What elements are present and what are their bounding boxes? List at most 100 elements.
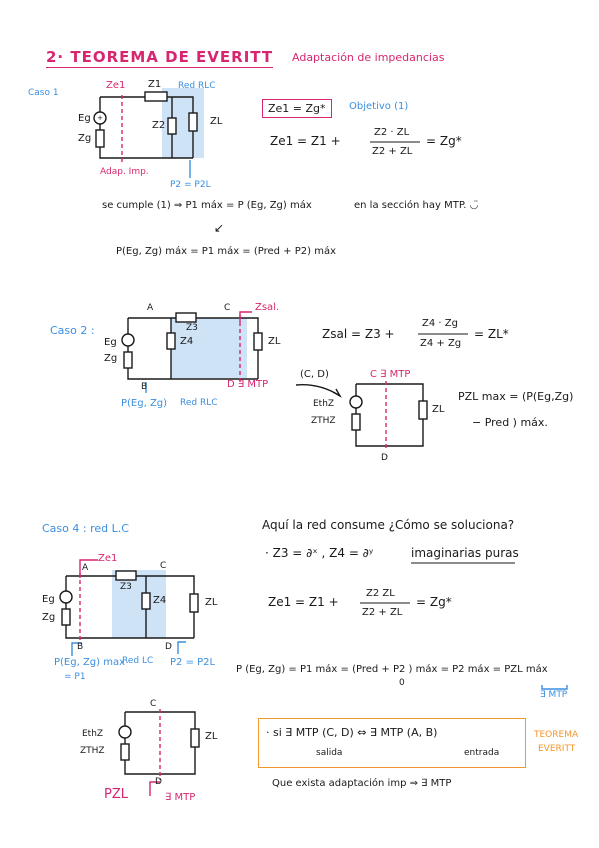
caso2-th-zth xyxy=(351,413,361,431)
caso1-circuit xyxy=(93,88,204,178)
caso1-zg-resistor xyxy=(95,129,105,148)
caso2-th-bot xyxy=(355,419,424,447)
caso4-th-node-c: C xyxy=(150,699,157,709)
caso1-eq-numerator: Z2 · ZL xyxy=(374,127,410,138)
caso4-ze1-arrow xyxy=(79,559,98,578)
caso2-zg-label: Zg xyxy=(104,353,118,364)
caso4-aqui: Aquí la red consume ¿Cómo se soluciona? xyxy=(262,518,515,532)
caso4-th-node-d: D xyxy=(155,777,162,787)
caso4-z4-label: Z4 xyxy=(153,595,167,606)
caso2-zsal-denominator: Z4 + Zg xyxy=(420,338,462,349)
caso4-pzl-bracket xyxy=(541,685,568,690)
caso2-pzl-line1: PZL max = (P(Eg,Zg) xyxy=(458,390,574,403)
caso1-z2-label: Z2 xyxy=(152,120,166,131)
caso2-node-b: B xyxy=(141,382,148,392)
caso4-zl-label: ZL xyxy=(205,597,218,608)
caso2-zsal-eq-left: Zsal = Z3 + xyxy=(322,327,395,341)
caso2-th-d-label: D xyxy=(381,453,388,463)
page-subtitle: Adaptación de impedancias xyxy=(292,51,445,64)
teorema-box-line: · si ∃ MTP (C, D) ⇔ ∃ MTP (A, B) xyxy=(266,726,438,739)
caso2-th-zl xyxy=(418,400,428,420)
caso1-condition-box: Ze1 = Zg* xyxy=(262,99,332,118)
caso4-th-source xyxy=(118,725,132,739)
teorema-box-salida: salida xyxy=(316,748,343,758)
page-title: 2· TEOREMA DE EVERITT xyxy=(46,48,274,68)
caso2-z4-resistor xyxy=(166,332,176,350)
caso1-power-eq: P(Eg, Zg) máx = P1 máx = (Pred + P2) máx xyxy=(116,246,336,257)
caso2-pzl-line2: − Pred ) máx. xyxy=(472,416,548,429)
caso1-zl-label: ZL xyxy=(210,116,223,127)
caso2-p-label: P(Eg, Zg) xyxy=(121,398,168,409)
caso4-wire-top-b xyxy=(136,575,195,594)
caso1-wire-top2 xyxy=(167,96,194,113)
caso4-p-arrow xyxy=(71,642,82,656)
caso4-shade xyxy=(112,570,166,638)
caso4-zero: 0 xyxy=(399,678,405,688)
caso4-eg-label: Eg xyxy=(42,594,55,605)
teorema-label-2: EVERITT xyxy=(538,744,576,754)
caso2-th-wire xyxy=(356,383,424,401)
caso4-node-c: C xyxy=(160,561,167,571)
caso4-th-wire xyxy=(125,711,196,729)
caso4-eq-right: = Zg* xyxy=(416,595,452,609)
caso1-arrow: ↙ xyxy=(214,221,225,235)
caso1-cumple: se cumple (1) ⇒ P1 máx = P (Eg, Zg) máx xyxy=(102,200,312,211)
caso4-label: Caso 4 : red L.C xyxy=(42,522,129,535)
caso4-p2-arrow xyxy=(177,641,186,654)
caso2-label: Caso 2 : xyxy=(50,324,95,337)
caso4-z4-resistor xyxy=(141,592,151,610)
caso2-z4-label: Z4 xyxy=(180,336,194,347)
caso4-source xyxy=(59,590,73,604)
caso4-node-b: B xyxy=(77,642,84,652)
caso4-zg-label: Zg xyxy=(42,612,56,623)
caso2-zl-resistor xyxy=(253,332,263,351)
caso1-label: Caso 1 xyxy=(28,88,59,98)
caso1-adap-label: Adap. Imp. xyxy=(100,167,149,177)
teorema-box-entrada: entrada xyxy=(464,748,500,758)
caso1-p2-label: P2 = P2L xyxy=(170,180,211,190)
caso2-z3-label: Z3 xyxy=(186,323,198,333)
caso1-z1-label: Z1 xyxy=(148,79,162,90)
caso2-th-source xyxy=(349,395,363,409)
caso4-power-eq: P (Eg, Zg) = P1 máx = (Pred + P2 ) máx =… xyxy=(236,664,548,675)
caso4-p-left: P(Eg, Zg) max xyxy=(54,657,126,668)
caso4-eq-left: Ze1 = Z1 + xyxy=(268,595,339,609)
caso4-final-statement: Que exista adaptación imp ⇒ ∃ MTP xyxy=(272,778,452,789)
caso2-zsal-eq-right: = ZL* xyxy=(474,327,509,341)
caso2-wire-top-b xyxy=(196,317,259,333)
caso4-wire-bot xyxy=(65,625,194,639)
caso2-th-zl-label: ZL xyxy=(432,404,445,415)
caso4-p2-label: P2 = P2L xyxy=(170,657,216,668)
caso2-zsal-arrow xyxy=(239,311,252,322)
caso2-shade xyxy=(171,318,247,378)
teorema-box xyxy=(258,718,526,768)
caso1-eq-denominator: Z2 + ZL xyxy=(372,146,413,157)
caso1-red-label: Red RLC xyxy=(178,81,216,91)
caso4-mtp-small: ∃ MTP xyxy=(540,690,568,700)
caso2-zthz-label: ZTHZ xyxy=(311,416,336,426)
caso2-zsal-numerator: Z4 · Zg xyxy=(422,318,458,329)
caso4-p-left2: = P1 xyxy=(64,672,86,682)
caso4-pzl-arrow xyxy=(149,781,160,796)
caso4-node-d: D xyxy=(165,642,172,652)
caso2-cd-arrowhead xyxy=(332,388,342,398)
caso4-ze1-label: Ze1 xyxy=(98,553,118,564)
caso2-node-a: A xyxy=(147,303,154,313)
caso4-pzl-label: PZL xyxy=(104,787,128,802)
caso2-zsal-label: Zsal. xyxy=(255,302,280,313)
caso4-th-zl-label: ZL xyxy=(205,731,218,742)
caso2-z3-resistor xyxy=(175,312,197,323)
caso1-seccion: en la sección hay MTP. ◡̈ xyxy=(354,200,479,211)
caso1-z1-resistor xyxy=(144,91,168,102)
caso2-node-c: C xyxy=(224,303,231,313)
caso4-ethz-label: EthZ xyxy=(82,729,104,739)
teorema-label-1: TEOREMA xyxy=(534,730,579,740)
caso4-th-zth xyxy=(120,743,130,761)
caso4-zl-resistor xyxy=(189,593,199,613)
caso1-eq-right: = Zg* xyxy=(426,134,462,148)
caso4-th-zl xyxy=(190,728,200,748)
caso2-c-mtp-label: C ∃ MTP xyxy=(370,369,411,380)
caso2-zg-resistor xyxy=(123,351,133,369)
caso1-zl-resistor xyxy=(188,112,198,132)
